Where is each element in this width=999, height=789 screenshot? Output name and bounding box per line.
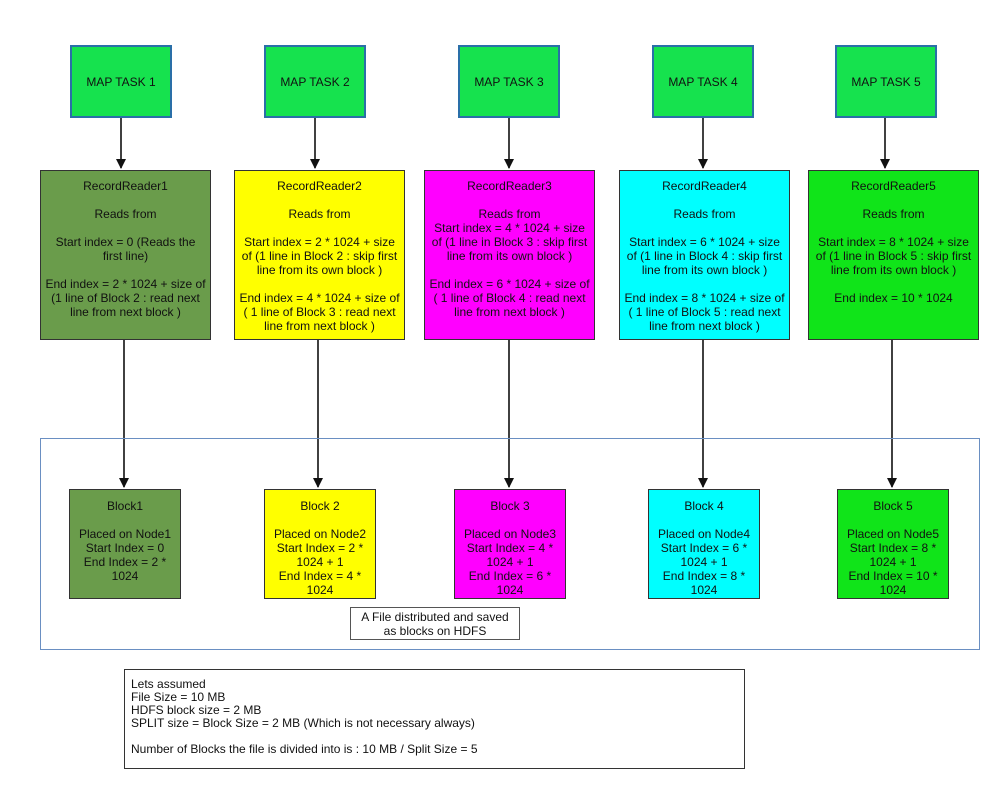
block-5: Block 5 Placed on Node5 Start Index = 8 … xyxy=(837,489,949,599)
map-task-2: MAP TASK 2 xyxy=(264,45,366,118)
record-reader-3: RecordReader3 Reads from Start index = 4… xyxy=(424,170,595,340)
hdfs-region xyxy=(40,438,980,650)
hdfs-caption: A File distributed and saved as blocks o… xyxy=(350,607,520,640)
assumptions-note: Lets assumed File Size = 10 MB HDFS bloc… xyxy=(124,669,745,769)
record-reader-1: RecordReader1 Reads from Start index = 0… xyxy=(40,170,211,340)
map-task-3: MAP TASK 3 xyxy=(458,45,560,118)
map-task-4: MAP TASK 4 xyxy=(652,45,754,118)
block-4: Block 4 Placed on Node4 Start Index = 6 … xyxy=(648,489,760,599)
record-reader-4: RecordReader4 Reads from Start index = 6… xyxy=(619,170,790,340)
record-reader-5: RecordReader5 Reads from Start index = 8… xyxy=(808,170,979,340)
record-reader-2: RecordReader2 Reads from Start index = 2… xyxy=(234,170,405,340)
block-2: Block 2 Placed on Node2 Start Index = 2 … xyxy=(264,489,376,599)
block-3: Block 3 Placed on Node3 Start Index = 4 … xyxy=(454,489,566,599)
map-task-1: MAP TASK 1 xyxy=(70,45,172,118)
block-1: Block1 Placed on Node1 Start Index = 0 E… xyxy=(69,489,181,599)
map-task-5: MAP TASK 5 xyxy=(835,45,937,118)
